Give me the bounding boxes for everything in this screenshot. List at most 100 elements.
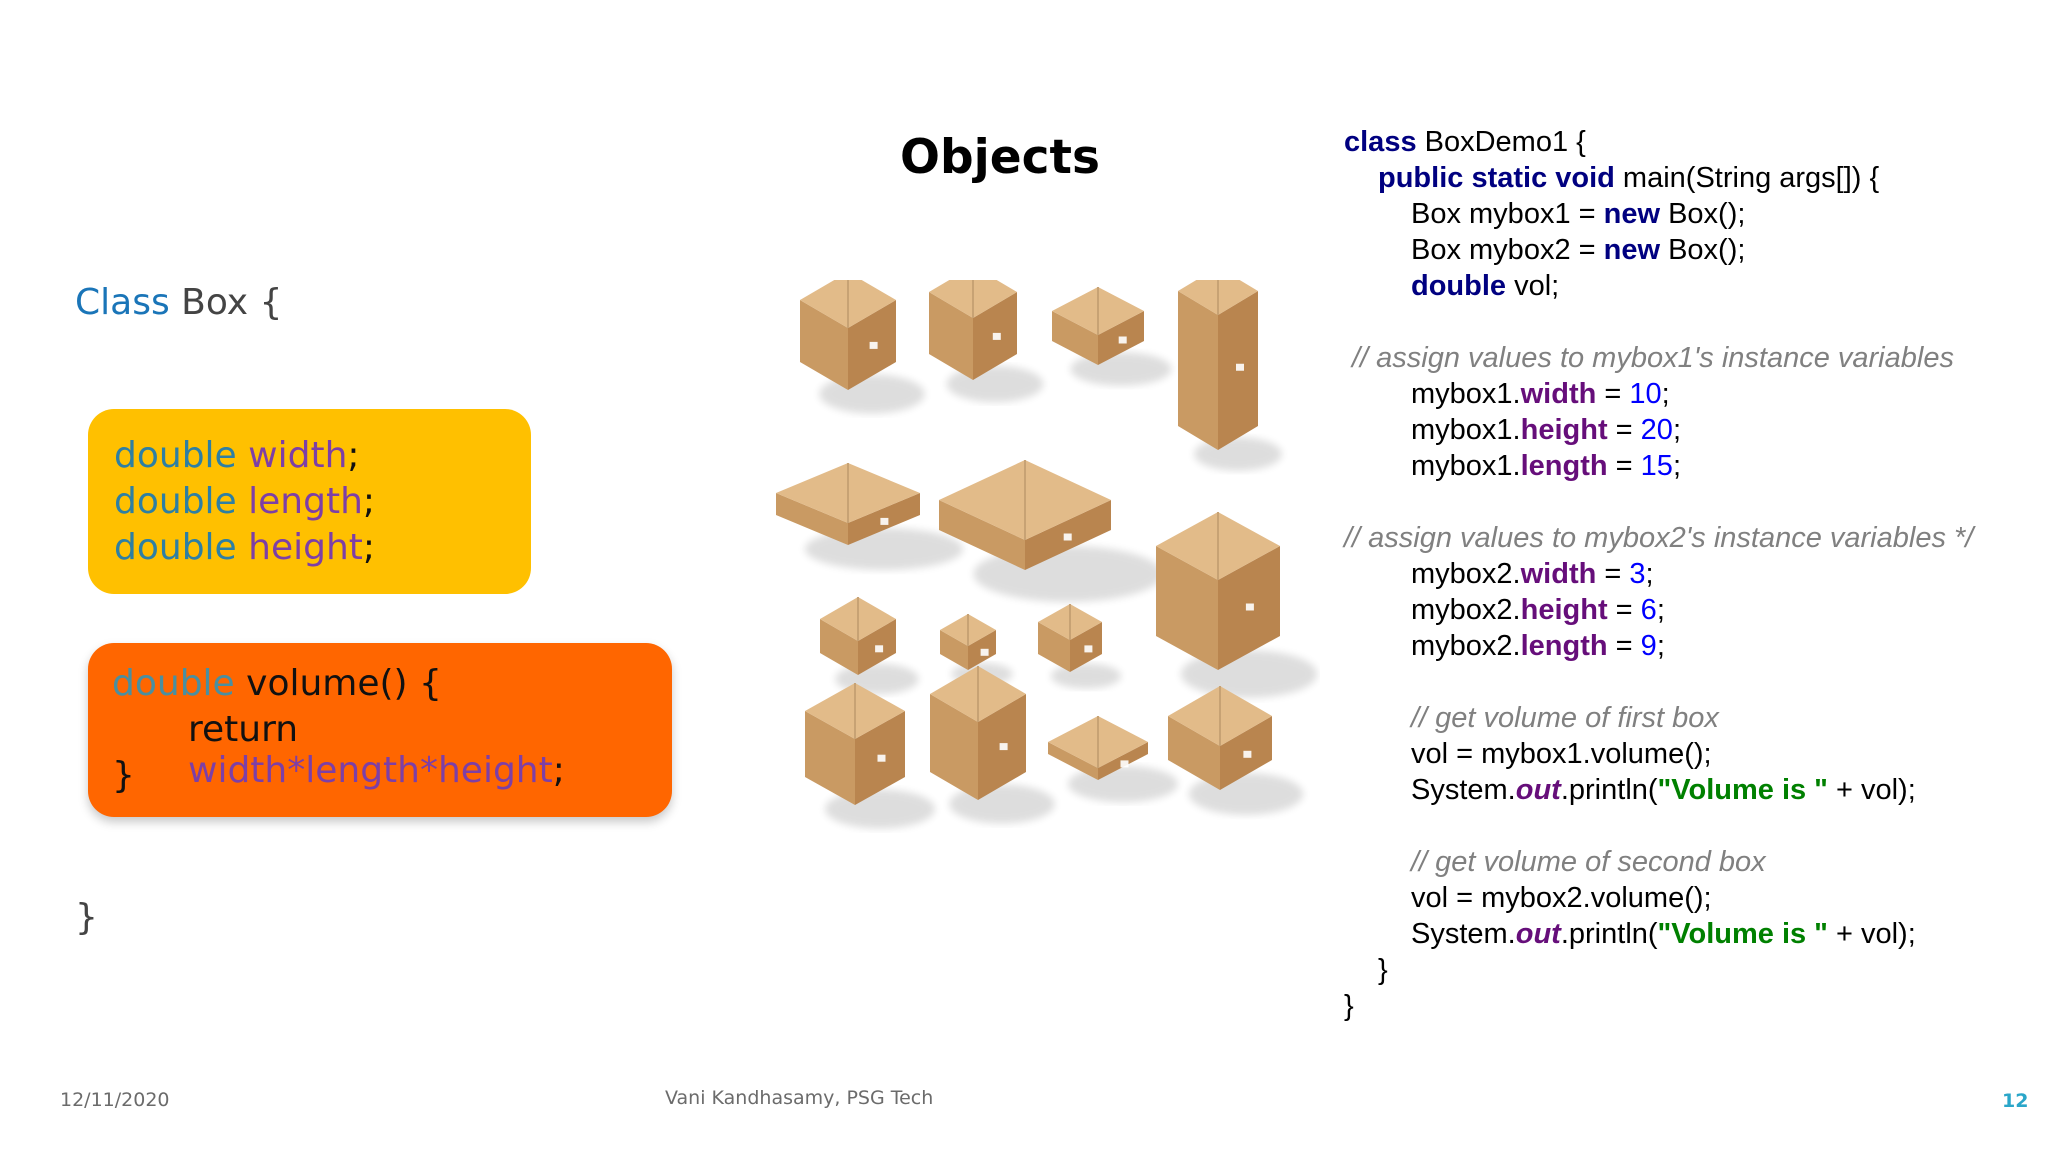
footer-date: 12/11/2020 <box>60 1089 170 1111</box>
code-token: 20 <box>1640 414 1673 446</box>
page-number: 12 <box>2002 1090 2029 1112</box>
code-token: ; <box>1672 414 1681 446</box>
code-token: = <box>1607 594 1641 626</box>
box-label <box>869 341 878 349</box>
box-left-face <box>1038 622 1070 672</box>
code-token: mybox2. <box>1411 558 1521 590</box>
code-token: main(String args[]) { <box>1614 162 1880 194</box>
box-label <box>1245 603 1254 611</box>
code-token: 15 <box>1640 450 1673 482</box>
code-token: class <box>1344 126 1417 158</box>
field-name: length <box>248 481 363 522</box>
code-line: Box mybox2 = new Box(); <box>1411 232 1745 268</box>
method-type: double <box>112 663 235 704</box>
code-token: public static void <box>1378 162 1615 194</box>
field-name: width <box>248 435 348 476</box>
code-token: mybox2. <box>1411 594 1521 626</box>
java-code-listing: class BoxDemo1 { public static void main… <box>1344 124 1973 1022</box>
code-token: .println( <box>1560 918 1658 950</box>
code-token: = <box>1607 630 1641 662</box>
code-line: class BoxDemo1 { <box>1344 124 1586 160</box>
code-token: Box(); <box>1660 234 1746 266</box>
box-label <box>877 754 886 762</box>
code-token: = <box>1607 450 1641 482</box>
box-left-face <box>940 630 968 670</box>
code-token: .println( <box>1560 774 1658 806</box>
box-label <box>1118 336 1127 344</box>
code-token: 9 <box>1640 630 1657 662</box>
cardboard-boxes-image <box>776 280 1318 829</box>
code-token: mybox1. <box>1411 450 1521 482</box>
slide-title: Objects <box>900 130 1100 185</box>
code-token: + vol); <box>1827 918 1916 950</box>
field-type: double <box>114 435 237 476</box>
code-token: double <box>1411 270 1507 302</box>
code-token: height <box>1520 414 1608 446</box>
code-token: System. <box>1411 918 1516 950</box>
code-line: vol = mybox1.volume(); <box>1411 738 1712 770</box>
box-left-face <box>1052 311 1098 365</box>
class-close-brace: } <box>75 897 98 938</box>
code-token: width <box>1520 558 1597 590</box>
method-close-brace: } <box>112 755 135 796</box>
return-expression: width*length*height <box>188 750 553 791</box>
code-line: mybox2.height = 6; <box>1411 592 1665 628</box>
code-token: Box mybox1 = <box>1411 198 1604 230</box>
code-token: length <box>1520 450 1608 482</box>
code-token: ; <box>1672 450 1681 482</box>
code-token: 6 <box>1640 594 1657 626</box>
code-token: "Volume is " <box>1657 774 1828 806</box>
code-comment: // assign values to mybox2's instance va… <box>1344 522 1974 554</box>
code-token: Box(); <box>1660 198 1746 230</box>
field-width: double width; <box>114 435 360 476</box>
code-token: 3 <box>1629 558 1646 590</box>
code-line: mybox1.width = 10; <box>1411 376 1670 412</box>
code-line: double vol; <box>1411 268 1559 304</box>
code-line: public static void main(String args[]) { <box>1378 160 1879 196</box>
code-token: mybox2. <box>1411 630 1521 662</box>
field-end: ; <box>362 527 376 568</box>
box-left-face <box>1048 742 1098 780</box>
code-token: "Volume is " <box>1657 918 1828 950</box>
field-type: double <box>114 527 237 568</box>
box-label <box>1120 760 1129 768</box>
box-left-face <box>1178 291 1218 450</box>
code-line: mybox1.height = 20; <box>1411 412 1681 448</box>
box-label <box>1236 363 1244 371</box>
class-keyword: Class <box>75 282 170 323</box>
code-token: ; <box>1645 558 1654 590</box>
code-token: ; <box>1656 630 1665 662</box>
code-line: System.out.println("Volume is " + vol); <box>1411 772 1916 808</box>
code-line: System.out.println("Volume is " + vol); <box>1411 916 1916 952</box>
code-token: = <box>1596 558 1630 590</box>
class-name: Box { <box>169 282 283 323</box>
code-token: out <box>1515 918 1561 950</box>
box-left-face <box>939 500 1025 570</box>
box-left-face <box>805 711 855 805</box>
method-signature: double volume() { <box>112 663 442 704</box>
class-header: Class Box { <box>75 282 282 323</box>
code-token: + vol); <box>1827 774 1916 806</box>
code-token: System. <box>1411 774 1516 806</box>
fields-box: double width; double length; double heig… <box>88 409 531 594</box>
box-label <box>999 743 1008 751</box>
code-token: mybox1. <box>1411 378 1521 410</box>
code-token: ; <box>1661 378 1670 410</box>
box-label <box>875 645 884 653</box>
box-left-face <box>820 619 858 675</box>
box-label <box>1243 750 1252 758</box>
field-height: double height; <box>114 527 375 568</box>
box-left-face <box>776 493 848 545</box>
code-line: } <box>1378 954 1388 986</box>
field-end: ; <box>362 481 376 522</box>
field-name: height <box>248 527 363 568</box>
code-token: BoxDemo1 { <box>1416 126 1586 158</box>
code-line: mybox1.length = 15; <box>1411 448 1681 484</box>
code-line: mybox2.length = 9; <box>1411 628 1665 664</box>
code-token: length <box>1520 630 1608 662</box>
box-shadow <box>1050 663 1122 689</box>
box-label <box>992 332 1001 340</box>
code-line: vol = mybox2.volume(); <box>1411 882 1712 914</box>
box-left-face <box>929 292 973 380</box>
